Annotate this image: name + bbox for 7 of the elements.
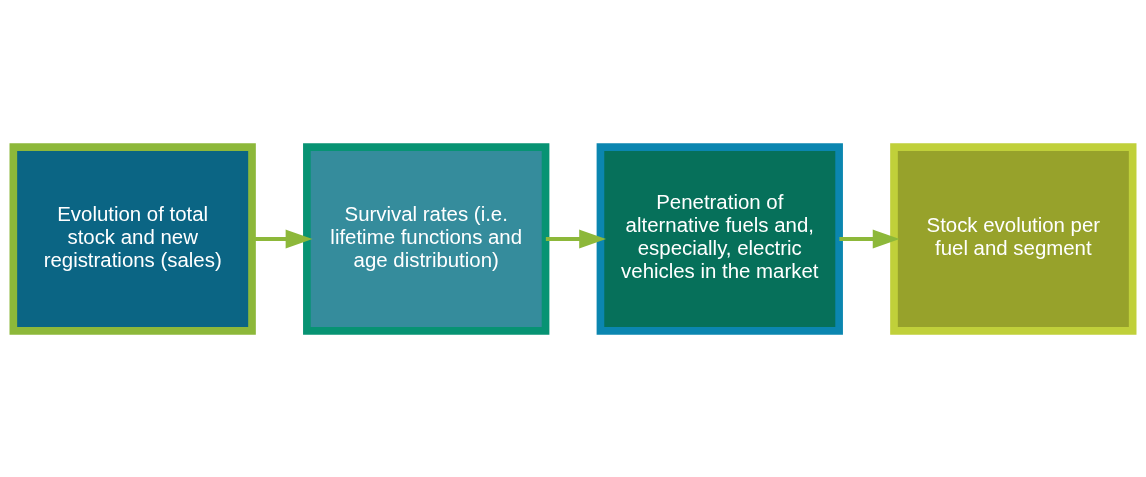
arrow xyxy=(839,229,900,248)
node-box: Survival rates (i.e. lifetime functions and age distribution) xyxy=(303,142,550,335)
node-box: Stock evolution per fuel and segment xyxy=(890,142,1137,335)
node-box: Penetration of alternative fuels and, especially, electric vehicles in the market xyxy=(596,142,843,335)
arrow xyxy=(252,229,313,248)
arrow xyxy=(545,229,607,248)
node-box: Evolution of total stock and new registrations (sales) xyxy=(9,142,256,335)
